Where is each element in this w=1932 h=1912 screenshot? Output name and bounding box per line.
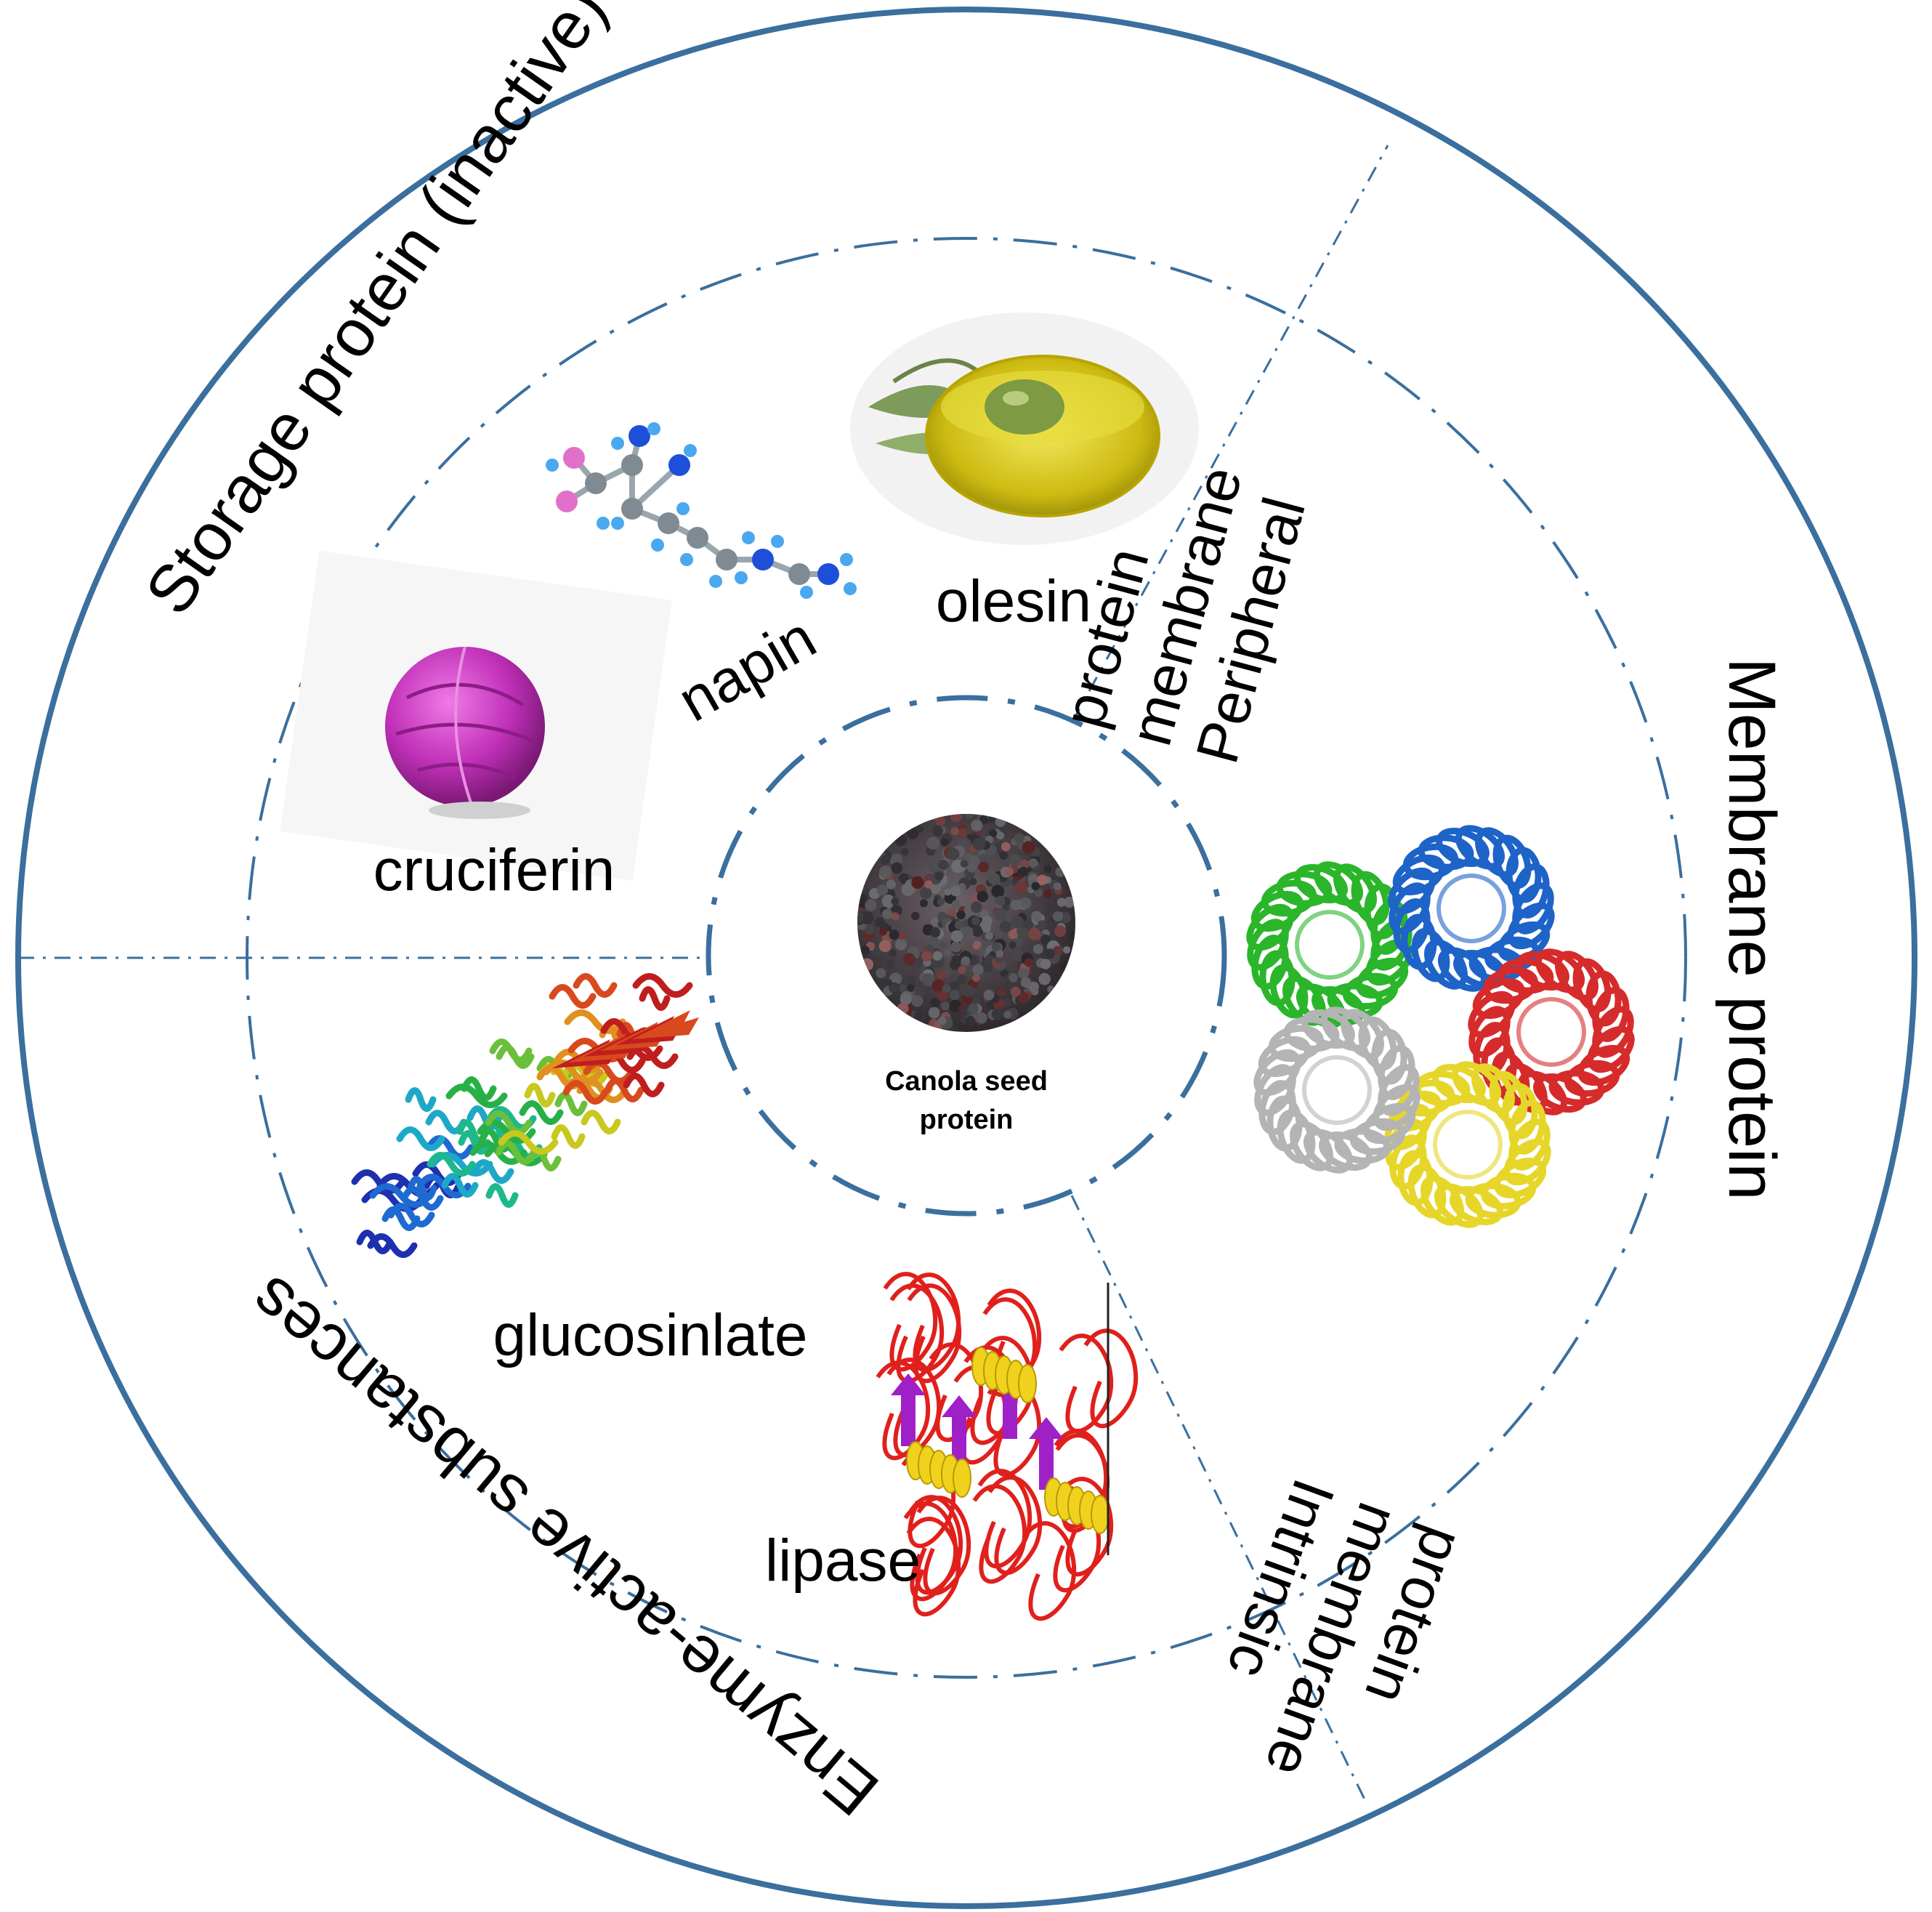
membrane-sector-title: Membrane protein <box>1715 658 1789 1201</box>
inner-ring <box>706 695 1227 1217</box>
lipase-structure-image <box>876 1272 1139 1621</box>
intrinsic-label: Intrinsic membrane protein <box>1214 1471 1476 1785</box>
olive-oil-image <box>850 312 1199 545</box>
sector-dividers <box>18 145 1389 1803</box>
divider-upper-right <box>1070 145 1389 724</box>
glucosinolate-structure-image <box>351 973 699 1258</box>
canola-seed-image <box>857 814 1075 1032</box>
membrane-protein-complex-image <box>1246 825 1635 1228</box>
glucosinlate-label: glucosinlate <box>493 1302 807 1368</box>
center-label-line2: protein <box>920 1105 1014 1135</box>
olesin-label: olesin <box>936 568 1091 634</box>
center-label-line1: Canola seed <box>885 1066 1048 1097</box>
divider-lower-right <box>1070 1195 1367 1803</box>
cruciferin-label: cruciferin <box>373 837 615 903</box>
cabbage-image <box>280 550 672 882</box>
napin-label: napin <box>668 604 827 734</box>
lipase-label: lipase <box>765 1528 921 1594</box>
napin-molecule-image <box>546 422 857 599</box>
storage-sector-title: Storage protein (inactive) <box>132 0 621 627</box>
